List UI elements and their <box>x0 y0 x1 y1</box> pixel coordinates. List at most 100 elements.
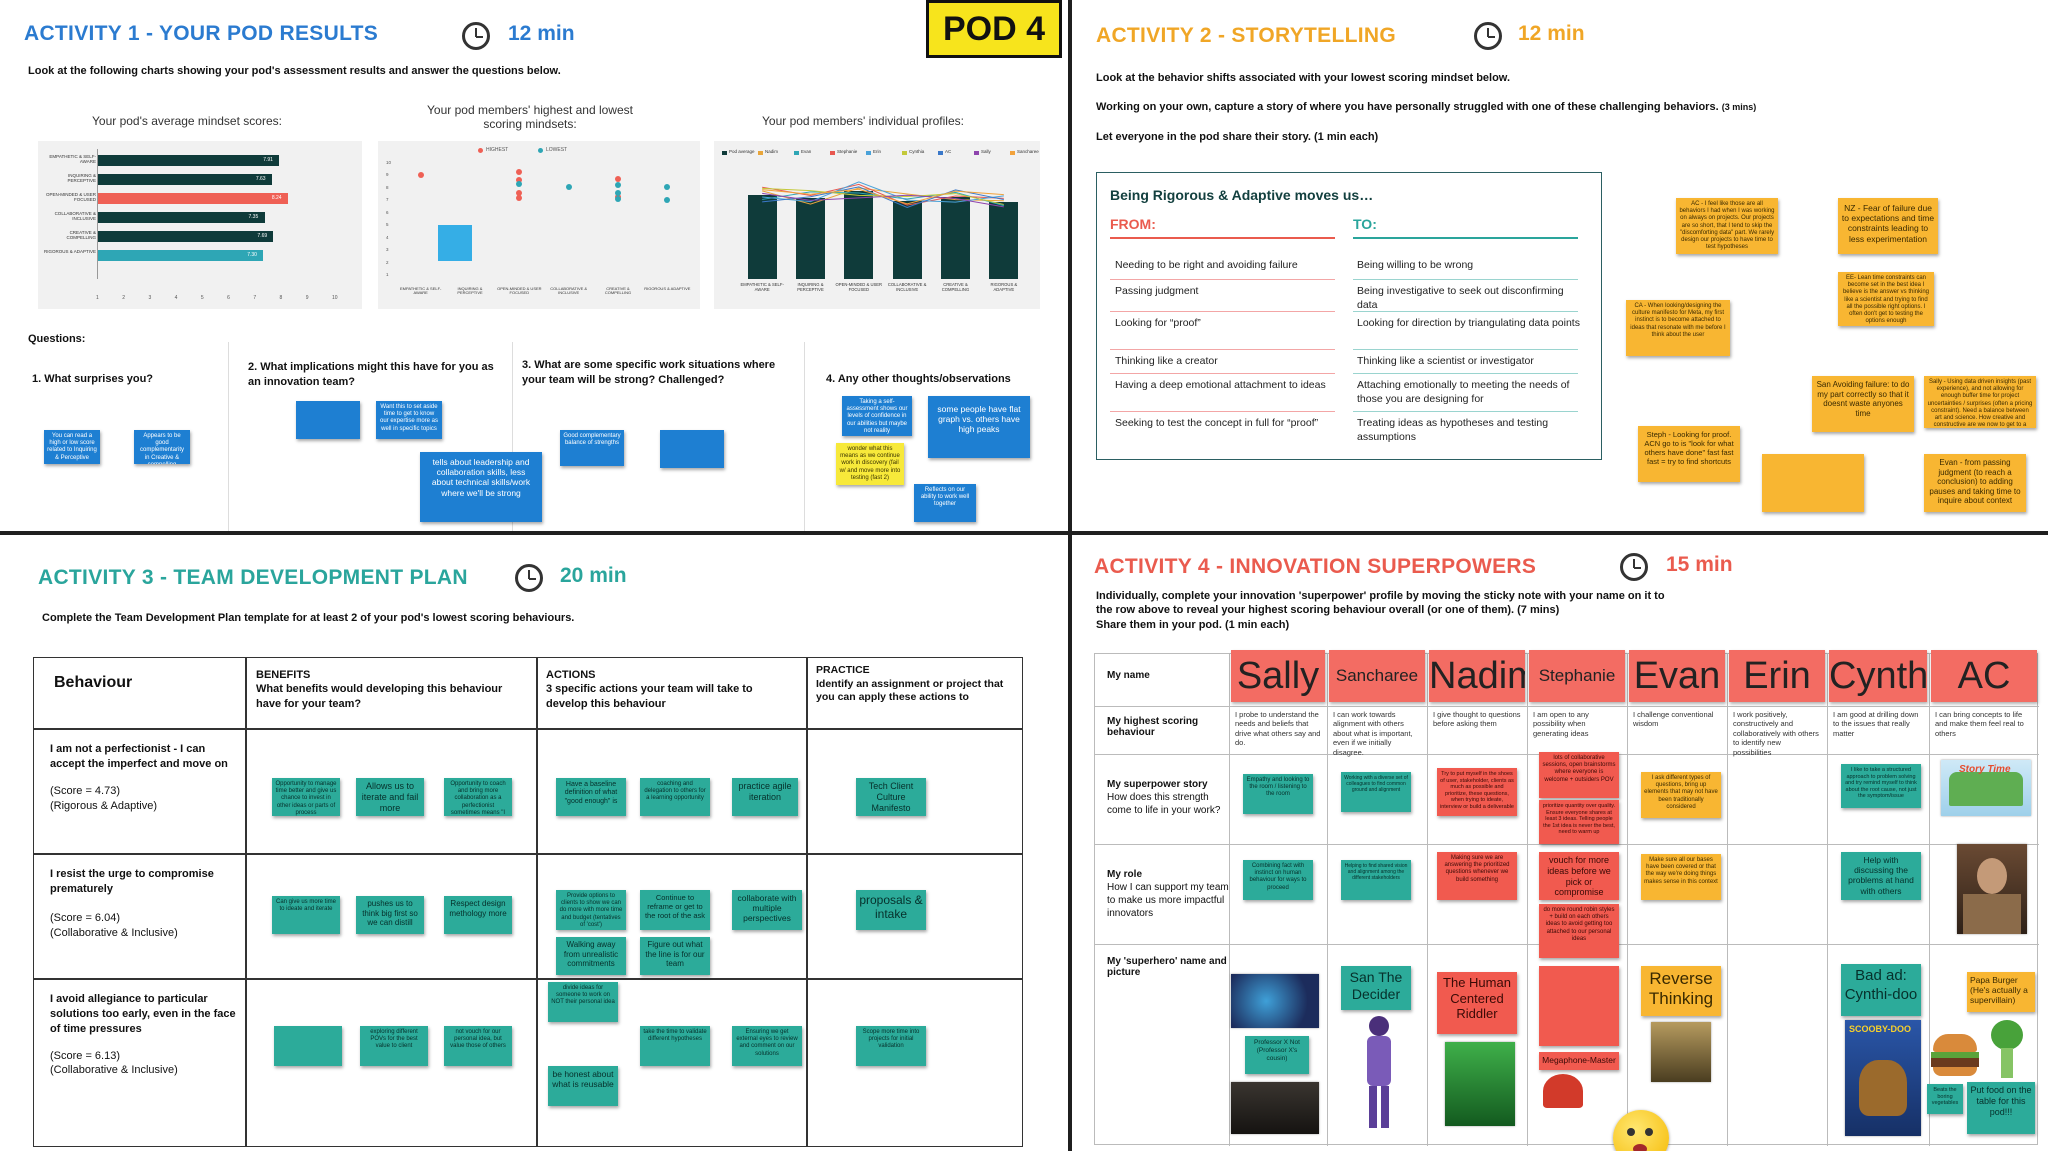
sticky-note[interactable]: practice agile iteration <box>732 778 798 816</box>
name-sticky-evan[interactable]: Evan <box>1629 650 1725 702</box>
sticky-note[interactable]: proposals & intake <box>856 890 926 930</box>
chart-tick-label: 1 <box>386 272 389 277</box>
sticky-note[interactable]: EE- Lean time constraints can become set… <box>1838 272 1934 326</box>
grid-line <box>1229 654 1230 1146</box>
sticky-note[interactable]: Opportunity to coach and bring more coll… <box>444 778 512 816</box>
chart-category-label: OPEN-MINDED & USER FOCUSED <box>497 286 542 296</box>
chart-tick-label: 9 <box>305 295 309 301</box>
sticky-note[interactable]: be honest about what is reusable <box>548 1066 618 1106</box>
sticky-note[interactable]: Combining fact with instinct on human be… <box>1243 860 1313 900</box>
behavior-shift-box: Being Rigorous & Adaptive moves us… FROM… <box>1096 172 1602 460</box>
sticky-note[interactable] <box>296 401 360 439</box>
legend-marker <box>722 151 727 155</box>
sticky-note[interactable]: prioritize quantity over quality. Ensure… <box>1539 800 1619 844</box>
sticky-note[interactable]: Make sure all our bases have been covere… <box>1641 854 1721 900</box>
sticky-note[interactable]: Figure out what the line is for our team <box>640 937 710 975</box>
scatter-point <box>417 172 424 179</box>
highest-behaviour: I am open to any possibility when genera… <box>1533 710 1589 738</box>
sticky-note[interactable]: You can read a high or low score related… <box>44 430 100 464</box>
grid-line <box>1327 654 1328 1146</box>
sticky-note[interactable]: Ensuring we get external eyes to review … <box>732 1026 802 1066</box>
sticky-note[interactable]: CA - When looking/designing the culture … <box>1626 300 1730 356</box>
sticky-note[interactable]: Continue to reframe or get to the root o… <box>640 890 710 930</box>
sticky-note[interactable]: Appears to be good complementarity in Cr… <box>134 430 190 464</box>
activity3-timer: 20 min <box>560 564 627 587</box>
sticky-note[interactable]: Helping to find shared vision and alignm… <box>1341 860 1411 900</box>
sticky-note[interactable]: Reverse Thinking <box>1641 966 1721 1016</box>
sticky-note[interactable]: take the time to validate different hypo… <box>640 1026 710 1066</box>
highest-behaviour: I am good at drilling down to the issues… <box>1833 710 1919 738</box>
sticky-note[interactable]: Try to put myself in the shoes of user, … <box>1437 768 1517 816</box>
sticky-note[interactable]: Making sure we are answering the priorit… <box>1437 852 1517 900</box>
sticky-note[interactable]: San Avoiding failure: to do my part corr… <box>1812 376 1914 432</box>
row-divider <box>1353 411 1578 412</box>
sticky-note[interactable]: Papa Burger (He's actually a supervillai… <box>1967 972 2035 1012</box>
profile-lines <box>762 181 1004 209</box>
sticky-note[interactable]: wonder what this means as we continue wo… <box>836 443 904 485</box>
name-sticky-sally[interactable]: Sally <box>1231 650 1325 702</box>
sticky-note[interactable]: Professor X Not (Professor X's cousin) <box>1245 1036 1309 1074</box>
sticky-note[interactable]: Put food on the table for this pod!!! <box>1967 1082 2035 1134</box>
sticky-note[interactable]: do more round robin styles + build on ea… <box>1539 904 1619 958</box>
divider <box>804 342 805 531</box>
sticky-note[interactable]: Evan - from passing judgment (to reach a… <box>1924 454 2026 512</box>
sticky-note[interactable] <box>1539 966 1619 1046</box>
sticky-note[interactable]: tells about leadership and collaboration… <box>420 452 542 522</box>
sticky-note[interactable]: Allows us to iterate and fail more <box>356 778 424 816</box>
chart-category-label: INQUIRING & PERCEPTIVE <box>67 173 96 183</box>
sticky-note[interactable]: Megaphone-Master <box>1539 1052 1619 1070</box>
sticky-note[interactable]: collaborate with multiple perspectives <box>732 890 802 930</box>
sticky-note[interactable]: I ask different types of questions, brin… <box>1641 772 1721 818</box>
name-sticky-cynthia[interactable]: Cynthia <box>1829 650 1927 702</box>
clock-icon <box>462 22 490 50</box>
sticky-note[interactable]: Empathy and looking to the room / listen… <box>1243 774 1313 814</box>
sticky-note[interactable]: Working with a diverse set of colleagues… <box>1341 772 1411 812</box>
legend-label: Sally <box>981 149 991 154</box>
sticky-note[interactable]: Provide options to clients to show we ca… <box>556 890 626 930</box>
sticky-note[interactable]: Can give us more time to ideate and iter… <box>272 896 340 934</box>
sticky-note[interactable] <box>274 1026 342 1066</box>
activity4-timer: 15 min <box>1666 553 1733 576</box>
sticky-note[interactable]: not vouch for our personal idea, but val… <box>444 1026 512 1066</box>
sticky-note[interactable]: exploring different POVs for the best va… <box>360 1026 428 1066</box>
to-item: Attaching emotionally to meeting the nee… <box>1357 379 1570 405</box>
name-sticky-nadim[interactable]: Nadim <box>1429 650 1525 702</box>
sticky-note[interactable]: Steph - Looking for proof. ACN go to is … <box>1638 426 1740 482</box>
sticky-note[interactable]: Good complementary balance of strengths <box>560 430 624 466</box>
sticky-note[interactable]: Beats the boring vegetables <box>1927 1084 1963 1114</box>
sticky-note[interactable]: Scope more time into projects for initia… <box>856 1026 926 1066</box>
sticky-note[interactable]: I like to take a structured approach to … <box>1841 764 1921 808</box>
sticky-note[interactable]: San The Decider <box>1341 966 1411 1010</box>
sticky-note[interactable]: lots of collaborative sessions, open bra… <box>1539 752 1619 798</box>
sticky-note[interactable]: Sally - Using data driven insights (past… <box>1924 376 2036 428</box>
sticky-note[interactable]: coaching and delegation to others for a … <box>640 778 710 816</box>
name-sticky-stephanie[interactable]: Stephanie <box>1529 650 1625 702</box>
sticky-note[interactable] <box>1762 454 1864 512</box>
name-sticky-ac[interactable]: AC <box>1931 650 2037 702</box>
sticky-note[interactable]: divide ideas for someone to work on NOT … <box>548 982 618 1022</box>
name-sticky-erin[interactable]: Erin <box>1729 650 1825 702</box>
sticky-note[interactable]: Bad ad: Cynthi-doo <box>1841 964 1921 1016</box>
professor-x-image <box>1231 974 1319 1028</box>
sticky-note[interactable]: Have a baseline definition of what "good… <box>556 778 626 816</box>
sticky-note[interactable]: vouch for more ideas before we pick or c… <box>1539 852 1619 900</box>
sticky-note[interactable]: Opportunity to manage time better and gi… <box>272 778 340 816</box>
activity2-line1: Look at the behavior shifts associated w… <box>1096 72 1511 84</box>
sticky-note[interactable]: some people have flat graph vs. others h… <box>928 396 1030 458</box>
sticky-note[interactable]: AC - I feel like those are all behaviors… <box>1676 198 1778 254</box>
sticky-note[interactable] <box>660 430 724 468</box>
sticky-note[interactable]: Walking away from unrealistic commitment… <box>556 937 626 975</box>
sticky-note[interactable]: Help with discussing the problems at han… <box>1841 852 1921 900</box>
sticky-note[interactable]: Want this to set aside time to get to kn… <box>376 401 442 439</box>
sticky-note[interactable]: Respect design methology more <box>444 896 512 934</box>
highest-behaviour: I probe to understand the needs and beli… <box>1235 710 1321 748</box>
name-sticky-sancharee[interactable]: Sancharee <box>1329 650 1425 702</box>
sticky-note[interactable]: pushes us to think big first so we can d… <box>356 896 424 934</box>
sticky-note[interactable]: NZ - Fear of failure due to expectations… <box>1838 198 1938 254</box>
sticky-note[interactable]: Taking a self-assessment shows our level… <box>842 396 912 436</box>
sticky-note[interactable]: Reflects on our ability to work well tog… <box>914 484 976 522</box>
sticky-note[interactable]: The Human Centered Riddler <box>1437 972 1517 1034</box>
chart-tick-label: 5 <box>200 295 204 301</box>
sticky-note[interactable]: Tech Client Culture Manifesto <box>856 778 926 816</box>
legend-marker <box>830 151 835 155</box>
